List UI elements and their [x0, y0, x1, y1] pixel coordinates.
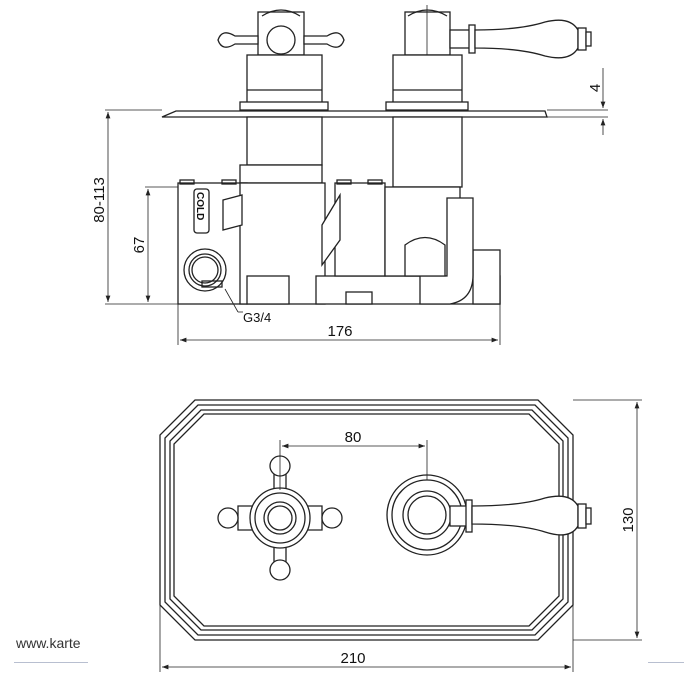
dim-front-width: 210: [340, 650, 365, 667]
lever-handle-front: [386, 474, 592, 556]
dim-front-height: 130: [620, 507, 637, 532]
cold-label-box: [193, 188, 210, 234]
cross-handle-side: [217, 9, 345, 111]
dim-plate-thickness: 4: [587, 84, 604, 92]
valve-body: COLD: [177, 179, 501, 305]
divider-right: [648, 662, 684, 663]
front-view: 80 130 210: [159, 399, 642, 672]
cold-label: COLD: [194, 192, 205, 220]
thread-label: G3/4: [243, 310, 271, 325]
dim-width: 176: [327, 323, 352, 340]
plate-outline: [159, 399, 574, 641]
cross-handle-front: [217, 455, 343, 581]
dim-body-height: 67: [131, 237, 148, 254]
watermark-text: www.karte: [16, 635, 81, 651]
lever-handle-side: [385, 5, 592, 111]
divider-left: [14, 662, 88, 663]
front-dimensions: 80 130 210: [159, 399, 642, 672]
side-view: COLD 80-113 67 176 4 G3/4: [91, 5, 608, 345]
side-dimensions: 80-113 67 176 4 G3/4: [91, 68, 608, 345]
wall-plate: [161, 110, 548, 118]
inlet-connection: [183, 248, 227, 292]
dim-height-range: 80-113: [91, 177, 108, 223]
dim-centres: 80: [345, 429, 362, 446]
